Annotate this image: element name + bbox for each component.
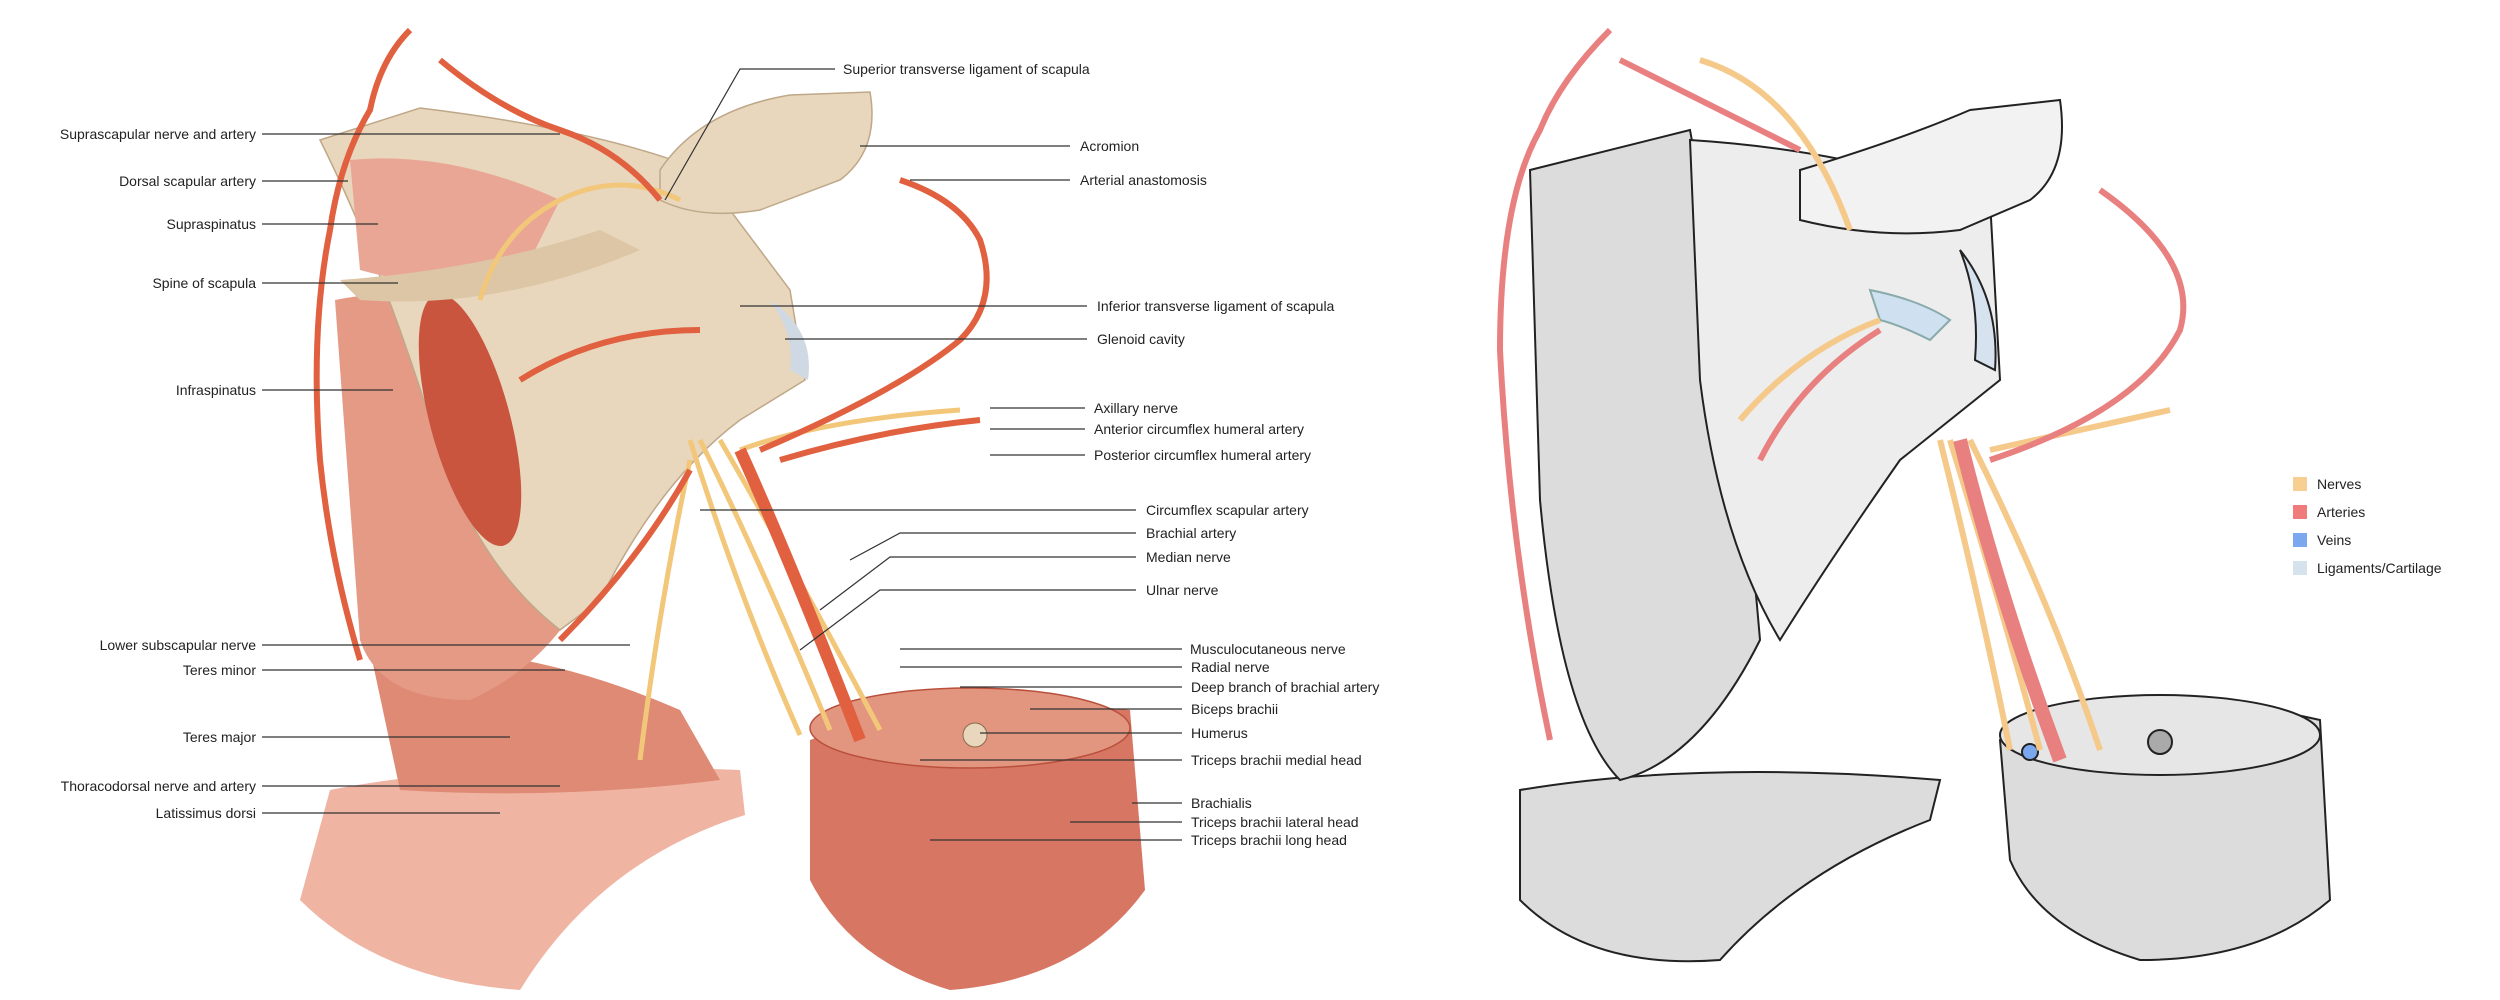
- legend-item-nerves: Nerves: [2293, 470, 2442, 498]
- legend-item-veins: Veins: [2293, 526, 2442, 554]
- label-thoracodorsal-nerve-artery: Thoracodorsal nerve and artery: [60, 778, 256, 794]
- label-arterial-anastomosis: Arterial anastomosis: [1080, 172, 1207, 188]
- label-posterior-circumflex-humeral-artery: Posterior circumflex humeral artery: [1094, 447, 1312, 463]
- spine-of-scapula: [340, 230, 640, 302]
- schematic-acromion: [1799, 98, 2063, 235]
- schematic-ligament: [1868, 288, 1952, 342]
- label-humerus: Humerus: [1191, 725, 1248, 741]
- nerves: [477, 182, 961, 761]
- label-latissimus-dorsi: Latissimus dorsi: [155, 805, 256, 821]
- acromion: [659, 91, 873, 215]
- label-deep-branch-brachial-artery: Deep branch of brachial artery: [1191, 679, 1380, 695]
- label-anterior-circumflex-humeral-artery: Anterior circumflex humeral artery: [1094, 421, 1305, 437]
- infraspinatus-cut-surface: [418, 294, 522, 546]
- label-brachial-artery: Brachial artery: [1146, 525, 1237, 541]
- supraspinatus: [350, 158, 560, 284]
- label-superior-transverse-ligament: Superior transverse ligament of scapula: [843, 61, 1090, 77]
- label-acromion: Acromion: [1080, 138, 1140, 154]
- colored-shoulder-illustration: [300, 27, 1145, 990]
- label-lower-subscapular-nerve: Lower subscapular nerve: [99, 637, 256, 653]
- schematic-vein: [2021, 743, 2039, 761]
- arteries-swatch: [2293, 505, 2307, 519]
- leader-lines-right: [664, 68, 1182, 841]
- legend: Nerves Arteries Veins Ligaments/Cartilag…: [2293, 470, 2442, 582]
- label-triceps-medial-head: Triceps brachii medial head: [1191, 752, 1362, 768]
- label-triceps-long-head: Triceps brachii long head: [1191, 832, 1347, 848]
- label-inferior-transverse-ligament: Inferior transverse ligament of scapula: [1097, 298, 1335, 314]
- schematic-humerus: [2147, 729, 2173, 755]
- schematic-shoulder-illustration: [1519, 98, 2332, 963]
- label-teres-minor: Teres minor: [182, 662, 256, 678]
- glenoid-cavity: [770, 300, 809, 380]
- label-ulnar-nerve: Ulnar nerve: [1146, 582, 1219, 598]
- legend-label: Nerves: [2317, 476, 2362, 492]
- legend-label: Ligaments/Cartilage: [2317, 560, 2442, 576]
- schematic-nerves: [1699, 57, 2171, 751]
- label-infraspinatus: Infraspinatus: [175, 382, 256, 398]
- label-musculocutaneous-nerve: Musculocutaneous nerve: [1190, 641, 1346, 657]
- label-circumflex-scapular-artery: Circumflex scapular artery: [1146, 502, 1309, 518]
- label-glenoid-cavity: Glenoid cavity: [1097, 331, 1185, 347]
- label-spine-of-scapula: Spine of scapula: [152, 275, 256, 291]
- arteries: [313, 27, 990, 743]
- latissimus-dorsi: [300, 767, 745, 990]
- label-biceps-brachii: Biceps brachii: [1191, 701, 1279, 717]
- ligaments-swatch: [2293, 561, 2307, 575]
- nerves-swatch: [2293, 477, 2307, 491]
- schematic-latissimus: [1519, 771, 1942, 963]
- legend-item-ligaments: Ligaments/Cartilage: [2293, 554, 2442, 582]
- humerus-section: [962, 722, 988, 748]
- schematic-glenoid: [1959, 249, 1997, 372]
- label-radial-nerve: Radial nerve: [1191, 659, 1270, 675]
- label-supraspinatus: Supraspinatus: [166, 216, 256, 232]
- leader-lines-left: [262, 133, 630, 814]
- label-dorsal-scapular-artery: Dorsal scapular artery: [119, 173, 256, 189]
- legend-label: Arteries: [2317, 504, 2366, 520]
- label-axillary-nerve: Axillary nerve: [1094, 400, 1179, 416]
- legend-label: Veins: [2317, 532, 2352, 548]
- schematic-arteries: [1496, 27, 2187, 763]
- arm-muscles: [810, 704, 1145, 990]
- label-suprascapular-nerve-artery: Suprascapular nerve and artery: [59, 126, 256, 142]
- legend-item-arteries: Arteries: [2293, 498, 2442, 526]
- veins-swatch: [2293, 533, 2307, 547]
- label-brachialis: Brachialis: [1191, 795, 1252, 811]
- label-median-nerve: Median nerve: [1146, 549, 1231, 565]
- label-teres-major: Teres major: [182, 729, 256, 745]
- label-triceps-lateral-head: Triceps brachii lateral head: [1191, 814, 1359, 830]
